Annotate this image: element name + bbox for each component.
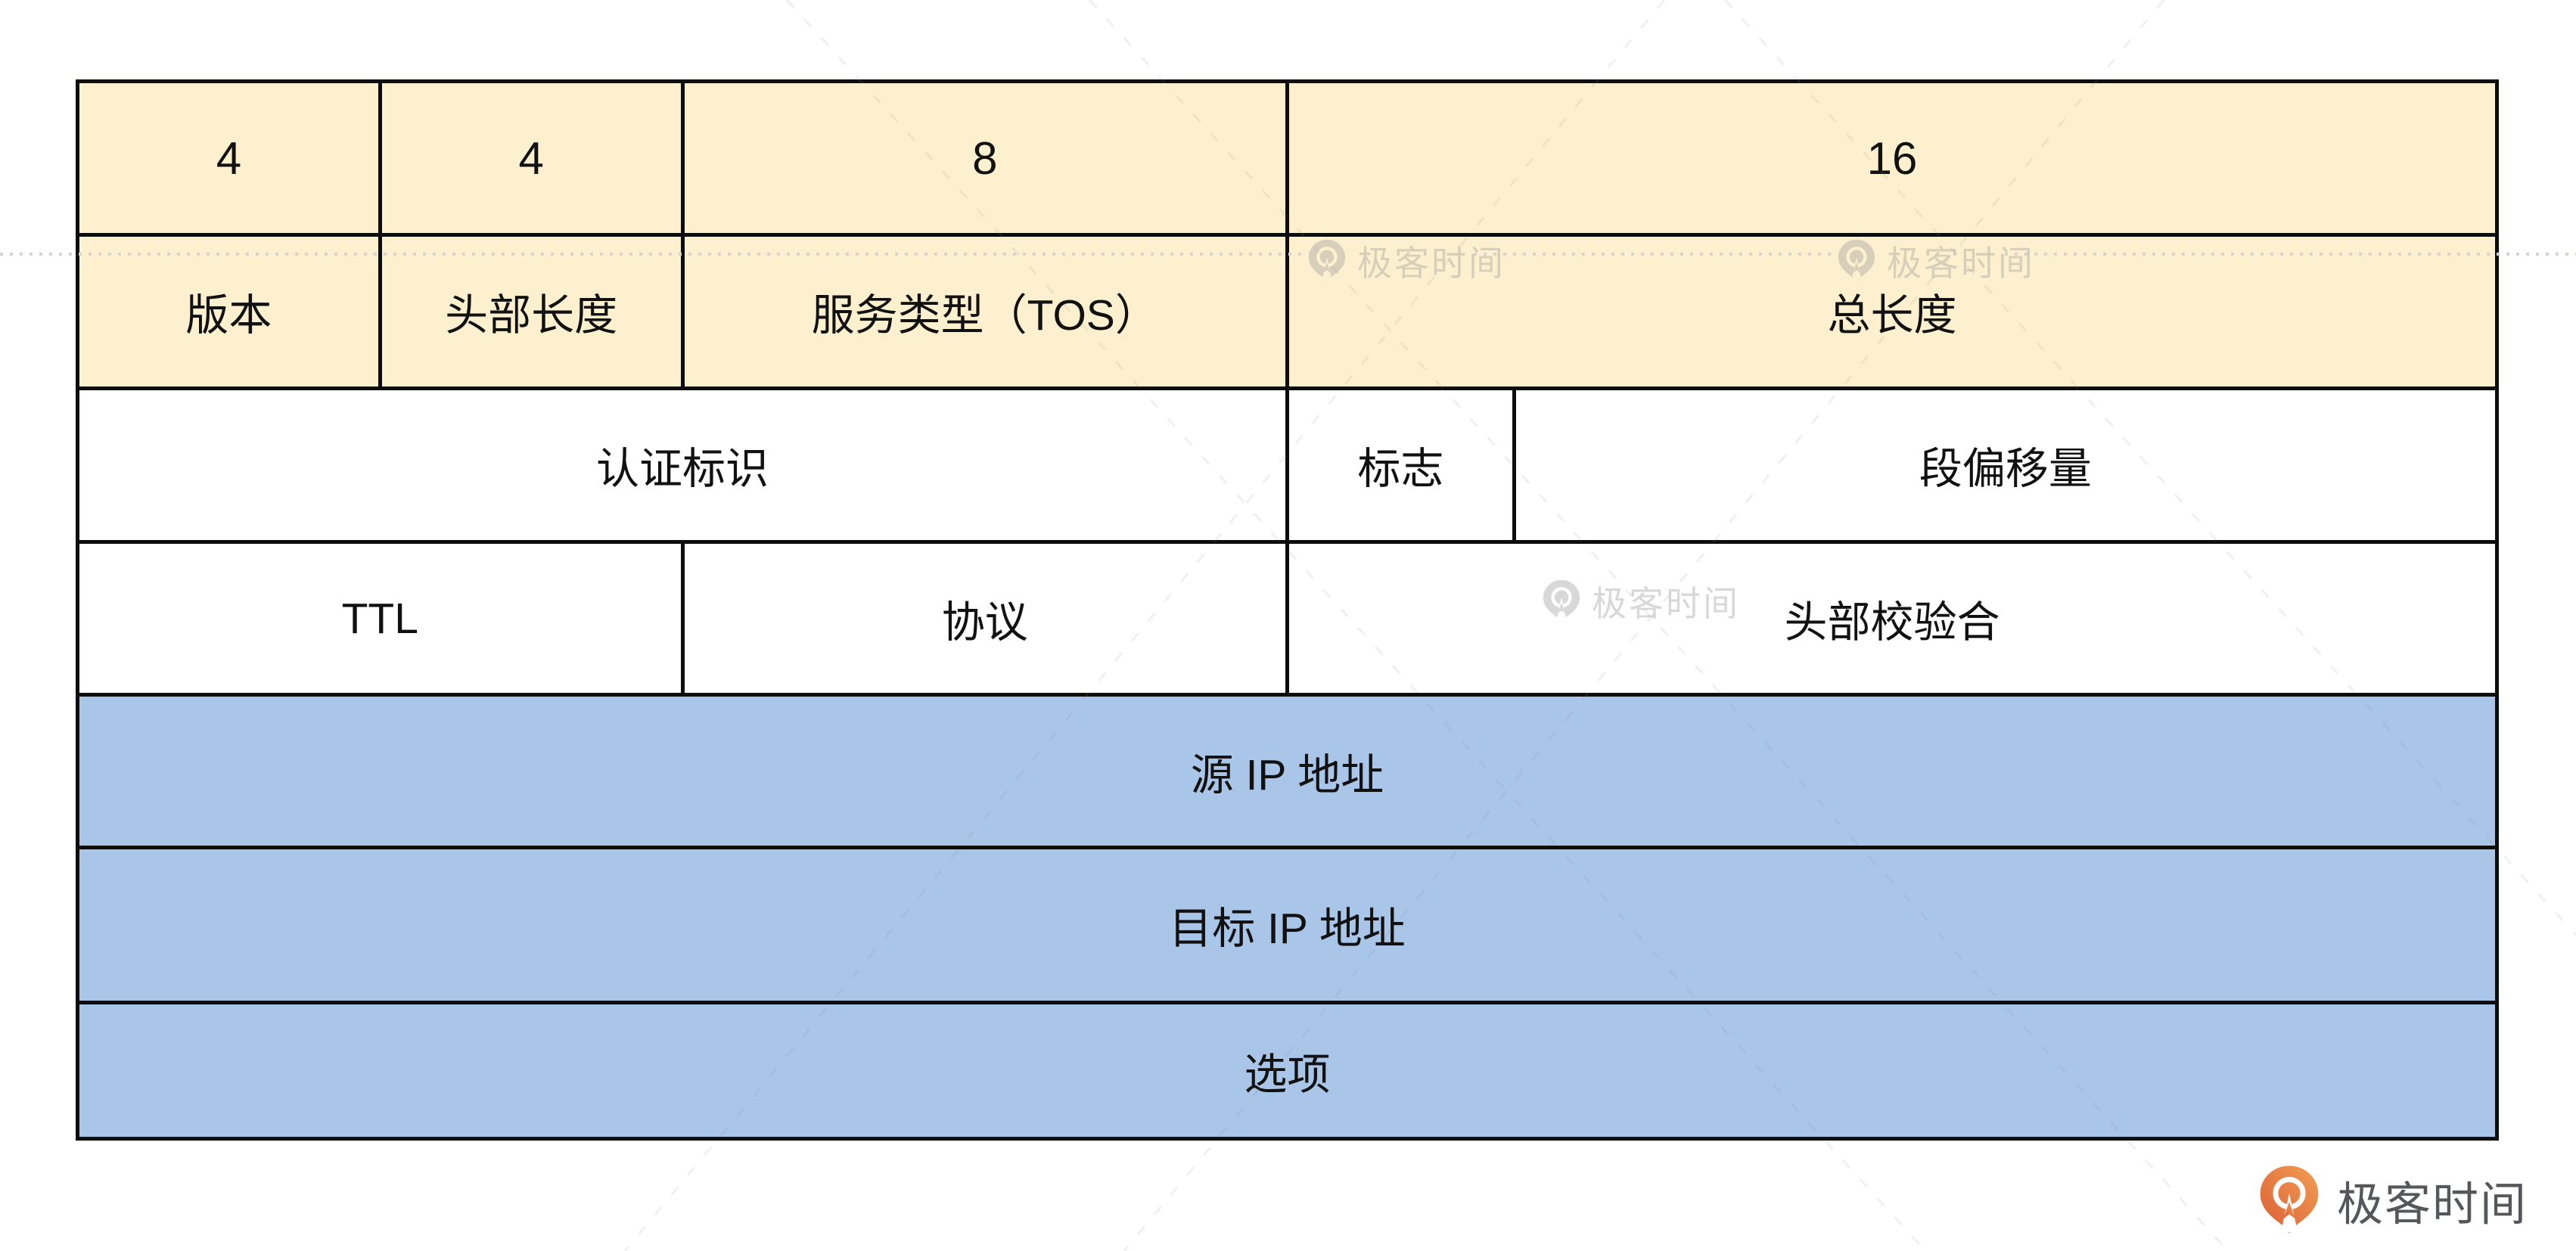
cell-tos-bits: 8 — [684, 83, 1285, 233]
cell-total-length-bits: 16 — [1289, 83, 2495, 233]
cell-header-checksum: 头部校验合 — [1289, 544, 2495, 693]
cell-header-length-bits: 4 — [381, 83, 681, 233]
cell-header-length: 头部长度 — [381, 237, 681, 386]
ipv4-header-table: 4 4 8 16 版本 头部长度 服务类型（TOS） 总长度 认证标识 标志 段… — [76, 79, 2499, 1141]
cell-ttl: TTL — [79, 544, 681, 693]
cell-options: 选项 — [79, 1004, 2495, 1137]
cell-fragment-offset: 段偏移量 — [1515, 390, 2495, 540]
cell-destination-ip: 目标 IP 地址 — [79, 849, 2495, 1001]
cell-version: 版本 — [79, 237, 378, 386]
cell-total-length: 总长度 — [1289, 237, 2495, 386]
brand-name: 极客时间 — [2337, 1178, 2528, 1230]
cell-version-bits: 4 — [79, 83, 378, 233]
geektime-pin-icon — [2260, 1166, 2319, 1234]
geektime-logo: 极客时间 — [2258, 1165, 2528, 1234]
cell-tos: 服务类型（TOS） — [684, 237, 1285, 386]
cell-identification: 认证标识 — [79, 390, 1285, 540]
cell-flags: 标志 — [1289, 390, 1512, 540]
cell-source-ip: 源 IP 地址 — [79, 697, 2495, 846]
cell-protocol: 协议 — [684, 544, 1285, 693]
